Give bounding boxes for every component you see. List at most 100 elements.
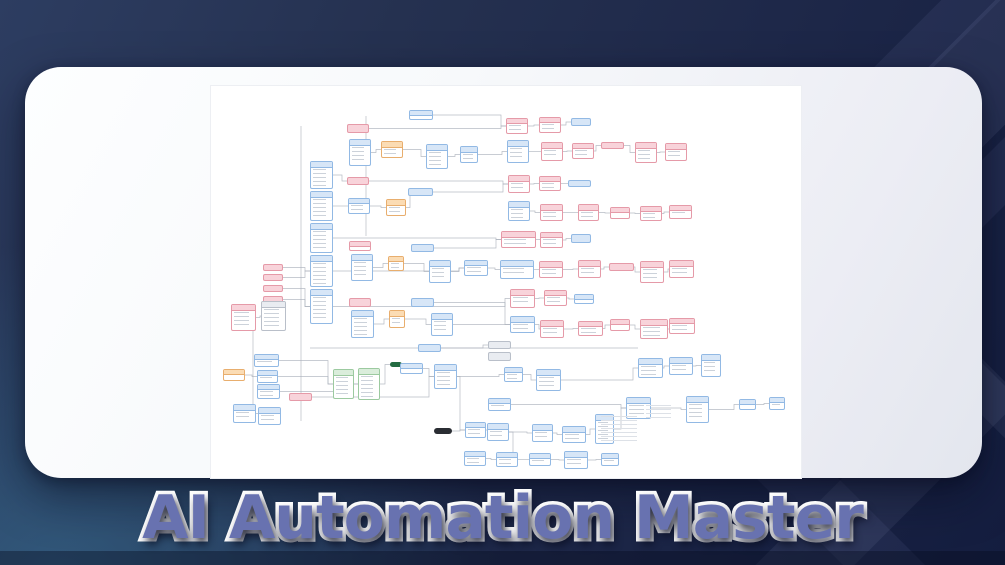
node-header xyxy=(565,452,587,458)
diagram-node xyxy=(409,110,433,120)
node-text-rows xyxy=(543,212,557,218)
diagram-node xyxy=(539,261,563,278)
node-text-rows xyxy=(352,147,365,163)
diagram-node xyxy=(386,199,406,216)
node-header xyxy=(234,405,255,411)
diagram-node xyxy=(669,205,692,219)
node-text-rows xyxy=(704,362,715,374)
node-header xyxy=(430,261,450,267)
diagram-node xyxy=(400,363,423,374)
node-text-rows xyxy=(643,269,657,280)
node-text-rows xyxy=(503,268,525,276)
node-header xyxy=(350,140,370,146)
node-header xyxy=(311,224,332,230)
node-text-rows xyxy=(689,404,703,420)
node-text-rows xyxy=(499,459,512,464)
node-text-rows xyxy=(336,377,348,396)
node-header xyxy=(611,320,629,325)
node-text-rows xyxy=(260,377,272,380)
diagram-node xyxy=(571,118,591,126)
node-header xyxy=(390,311,404,317)
node-text-rows xyxy=(491,405,505,408)
diagram-node xyxy=(465,422,486,438)
node-text-rows xyxy=(389,207,400,213)
node-header xyxy=(670,261,693,267)
diagram-node xyxy=(507,140,529,163)
diagram-node xyxy=(635,142,657,163)
diagram-node xyxy=(347,124,369,133)
node-text-rows xyxy=(354,262,367,278)
node-header xyxy=(465,452,485,457)
diagram-node xyxy=(488,352,511,361)
node-text-rows xyxy=(581,212,593,218)
node-header xyxy=(389,257,403,262)
diagram-node xyxy=(536,369,561,391)
diagram-node xyxy=(310,191,333,221)
diagram-node xyxy=(411,298,434,307)
diagram-node xyxy=(388,256,404,271)
diagram-node xyxy=(506,118,528,134)
node-text-rows xyxy=(351,205,364,211)
diagram-node xyxy=(701,354,721,377)
node-header xyxy=(666,144,686,150)
diagram-node xyxy=(487,423,509,441)
node-header xyxy=(224,370,244,375)
diagram-node xyxy=(426,144,448,169)
node-text-rows xyxy=(539,377,554,388)
diagram-node xyxy=(411,244,434,252)
node-text-rows xyxy=(234,312,249,328)
node-header xyxy=(511,290,534,296)
diagram-node xyxy=(610,207,630,219)
node-header xyxy=(311,290,332,296)
node-header xyxy=(352,311,373,317)
node-text-rows xyxy=(513,324,528,330)
node-text-rows xyxy=(264,309,279,328)
node-text-rows xyxy=(260,391,274,396)
node-header xyxy=(488,424,508,430)
node-header xyxy=(602,454,618,459)
node-text-rows xyxy=(629,405,644,416)
diagram-node xyxy=(408,188,433,196)
diagram-node xyxy=(349,298,371,307)
node-header xyxy=(502,232,535,238)
node-text-rows xyxy=(313,199,327,218)
diagram-node xyxy=(510,316,535,333)
diagram-node xyxy=(532,424,553,442)
node-header xyxy=(702,355,720,361)
diagram-node xyxy=(610,319,630,331)
node-text-rows xyxy=(432,268,445,280)
diagram-node xyxy=(418,344,441,352)
node-header xyxy=(505,368,522,373)
node-header xyxy=(540,262,562,268)
node-header xyxy=(255,355,278,360)
diagram-edges xyxy=(245,114,769,461)
diagram-node xyxy=(263,274,283,281)
diagram-node xyxy=(310,255,333,287)
node-text-rows xyxy=(313,231,327,250)
diagram-node xyxy=(669,260,694,278)
node-header xyxy=(401,364,422,369)
diagram-node xyxy=(351,254,373,281)
diagram-node xyxy=(540,204,563,221)
node-text-rows xyxy=(437,372,451,386)
node-text-rows xyxy=(513,297,528,305)
diagram-node xyxy=(541,142,563,161)
node-text-rows xyxy=(643,213,656,218)
page-title: AI Automation Master xyxy=(139,483,868,553)
diagram-node xyxy=(488,341,511,349)
diagram-node xyxy=(578,260,601,278)
node-header xyxy=(641,207,661,212)
diagram-node xyxy=(496,452,518,467)
node-text-rows xyxy=(236,412,250,420)
diagram-node xyxy=(540,232,563,248)
node-text-rows xyxy=(543,239,557,245)
node-text-rows xyxy=(535,432,547,439)
bottom-shade xyxy=(0,551,1005,565)
node-header xyxy=(627,398,650,404)
node-header xyxy=(687,397,708,403)
thumbnail-card xyxy=(25,67,982,479)
diagram-node xyxy=(347,177,369,185)
node-header xyxy=(497,453,517,458)
diagram-node xyxy=(223,369,245,381)
node-text-rows xyxy=(384,149,397,155)
